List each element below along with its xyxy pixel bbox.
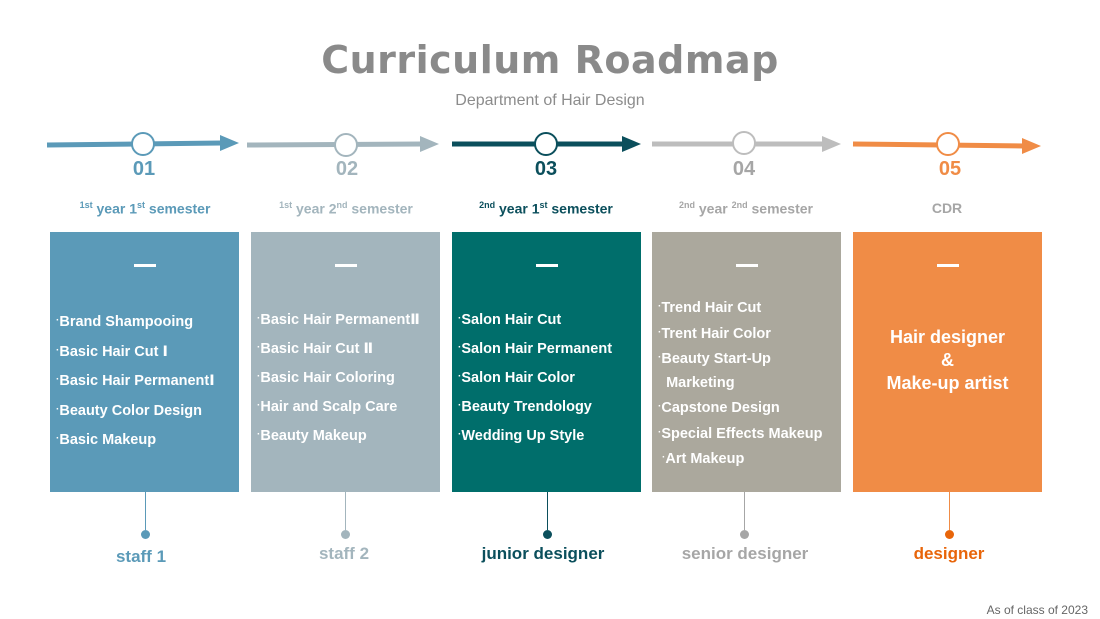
connector-line-5 [949,492,950,530]
stage-number-3: 03 [534,158,558,180]
course-list-2: ·Basic Hair PermanentⅡ ·Basic Hair Cut Ⅱ… [257,305,436,450]
course-item: ·Trent Hair Color [658,325,771,342]
connector-dot-3 [543,530,552,539]
course-item: ·Beauty Makeup [257,428,367,444]
course-item: ·Salon Hair Cut [458,312,562,328]
stage-number-2: 02 [335,158,359,180]
timeline-arrows [46,131,1041,157]
dash-icon [535,264,558,267]
stage-card-5: Hair designer & Make-up artist [853,232,1042,492]
course-list-4: ·Trend Hair Cut ·Trent Hair Color ·Beaut… [658,295,837,472]
course-item: ·Basic Hair PermanentⅡ [257,312,420,328]
stage-role-2: staff 2 [318,544,370,563]
stage-semester-1: 1st year 1st semester [79,200,211,217]
course-item: ·Wedding Up Style [458,428,585,444]
dash-icon [334,264,357,267]
course-item: ·Hair and Scalp Care [257,399,398,415]
timeline-arrow-2 [246,133,439,157]
connector-dot-1 [141,530,150,539]
course-item: ·Brand Shampooing [56,314,194,330]
stage-role-3: junior designer [481,544,605,563]
course-item: ·Beauty Start-Up [658,351,771,367]
course-item: ·Salon Hair Color [458,370,575,386]
stage-number-1: 01 [132,158,156,180]
stage-semester-5: CDR [931,200,963,216]
dash-icon [133,264,156,267]
timeline-arrow-3 [452,132,641,156]
connector-dot-5 [945,530,954,539]
connector-line-2 [345,492,346,530]
stage-card-2: ·Basic Hair PermanentⅡ ·Basic Hair Cut Ⅱ… [251,232,440,492]
dash-icon [936,264,959,267]
timeline-arrow-5 [852,132,1041,156]
course-item: ·Special Effects Makeup [658,425,823,442]
page-subtitle: Department of Hair Design [455,92,645,109]
course-item: ·Basic Makeup [56,432,157,448]
course-item: ·Basic Hair Cut Ⅱ [257,341,374,357]
stage-role-1: staff 1 [115,547,167,566]
footer-note: As of class of 2023 [986,603,1088,617]
course-item: ·Beauty Trendology [458,399,592,415]
course-item: ·Basic Hair Coloring [257,370,395,386]
course-list-1: ·Brand Shampooing ·Basic Hair Cut Ⅰ ·Bas… [56,307,235,455]
stage-card-4: ·Trend Hair Cut ·Trent Hair Color ·Beaut… [652,232,841,492]
course-list-3: ·Salon Hair Cut ·Salon Hair Permanent ·S… [458,305,637,450]
connector-line-1 [145,492,146,530]
timeline-arrow-4 [652,131,841,155]
course-item-continuation: Marketing [666,374,735,391]
career-outcome: Hair designer & Make-up artist [886,327,1009,393]
stage-semester-3: 2nd year 1st semester [479,200,613,217]
connector-line-4 [744,492,745,530]
timeline-arrow-1 [46,132,239,156]
connector-line-3 [547,492,548,530]
course-item: ·Salon Hair Permanent [458,341,613,357]
stage-role-4: senior designer [681,544,809,563]
stage-semester-4: 2nd year 2nd semester [678,200,813,217]
stage-semester-2: 1st year 2nd semester [279,200,413,217]
course-item: ·Art Makeup [662,451,745,467]
dash-icon [735,264,758,267]
course-item: ·Basic Hair Cut Ⅰ [56,343,168,360]
course-item: ·Basic Hair PermanentⅠ [56,373,215,389]
stage-number-4: 04 [732,158,756,180]
course-item: ·Capstone Design [658,400,780,416]
stage-card-3: ·Salon Hair Cut ·Salon Hair Permanent ·S… [452,232,641,492]
stage-card-1: ·Brand Shampooing ·Basic Hair Cut Ⅰ ·Bas… [50,232,239,492]
course-item: ·Beauty Color Design [56,402,202,419]
connector-dot-2 [341,530,350,539]
stage-role-5: designer [913,544,985,563]
course-item: ·Trend Hair Cut [658,300,762,316]
page-title: Curriculum Roadmap [321,38,779,82]
stage-number-5: 05 [938,158,962,180]
connector-dot-4 [740,530,749,539]
